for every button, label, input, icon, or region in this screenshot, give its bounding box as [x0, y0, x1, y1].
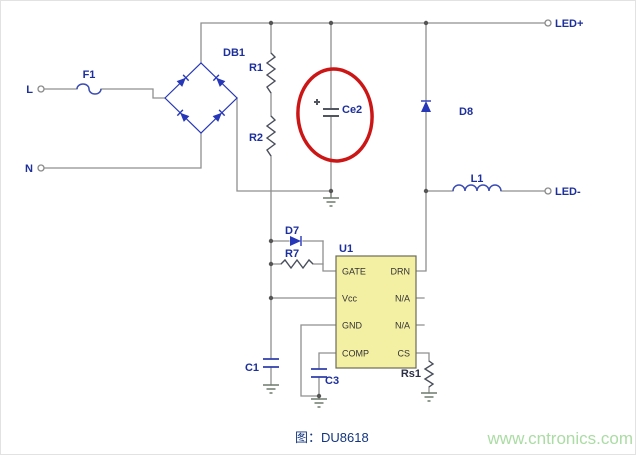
resistor-zigzag [265, 115, 277, 157]
diode-triangle [180, 112, 190, 122]
capacitor-c3-label: C3 [325, 375, 339, 387]
diode-d8: D8 [421, 100, 473, 118]
diode-d7: D7 [285, 225, 302, 246]
pin-label-cs: CS [397, 349, 410, 359]
diode-d7-label: D7 [285, 225, 299, 237]
chip-u1: U1 GATE Vcc GND COMP DRN N/A N/A CS [335, 243, 417, 369]
junction-dot [423, 20, 429, 26]
pin-label-vcc: Vcc [342, 294, 358, 304]
junction-dot [423, 188, 429, 194]
chip-body [335, 255, 417, 369]
fuse-label: F1 [83, 69, 96, 81]
bridge-rectifier-db1: DB1 [164, 47, 245, 134]
capacitor-ce2: Ce2 [314, 99, 362, 117]
resistor-r7-label: R7 [285, 248, 299, 260]
inductor-l1-label: L1 [471, 173, 484, 185]
terminal-led-negative [544, 187, 552, 195]
capacitor-ce2-label: Ce2 [342, 104, 362, 116]
diode-triangle [212, 112, 222, 122]
diode-cathode-bar [212, 74, 220, 82]
figure-caption: 图：DU8618 [295, 430, 369, 445]
terminal-live-label: L [26, 84, 33, 96]
resistor-r1-label: R1 [249, 62, 263, 74]
ground-symbol-bus [323, 191, 339, 207]
watermark-text: www.cntronics.com [487, 429, 633, 448]
capacitor-c1: C1 [245, 358, 279, 374]
wire-top-rail [200, 22, 547, 64]
bridge-diode-2 [212, 74, 226, 87]
terminal-live [37, 85, 45, 93]
resistor-zigzag [265, 52, 277, 94]
resistor-zigzag [280, 258, 314, 270]
pin-label-gnd: GND [342, 321, 363, 331]
pin-label-drn: DRN [391, 267, 411, 277]
ground-symbol-rs1 [421, 392, 437, 402]
bridge-label: DB1 [223, 47, 245, 59]
diode-d8-label: D8 [459, 106, 473, 118]
ground-symbol-c3 [311, 398, 327, 408]
wire-gate [322, 240, 337, 272]
capacitor-plates [311, 368, 327, 378]
polarity-plus-icon [314, 99, 320, 105]
diode-cathode-bar [218, 109, 226, 117]
wire-na-stubs [415, 297, 425, 326]
resistor-r1: R1 [249, 52, 277, 94]
wire-neutral-input [43, 132, 202, 169]
junction-dot [268, 261, 274, 267]
capacitor-plates [263, 358, 279, 368]
junction-dot [268, 238, 274, 244]
junction-dots [268, 20, 429, 399]
resistor-r7: R7 [280, 248, 314, 270]
junction-dot [316, 393, 322, 399]
diode-triangle [176, 77, 186, 87]
wire-live-input [43, 88, 166, 99]
diode-cathode-bar [176, 109, 184, 117]
terminal-led-negative-label: LED- [555, 186, 581, 198]
terminal-led-positive-label: LED+ [555, 18, 583, 30]
diode-triangle [290, 236, 301, 246]
fuse-symbol [76, 83, 102, 95]
bridge-diode-4 [212, 109, 226, 122]
wire-cs [415, 352, 430, 394]
diode-triangle [216, 77, 226, 87]
chip-u1-label: U1 [339, 243, 353, 255]
diode-symbol [421, 100, 431, 112]
resistor-rs1-label: Rs1 [401, 368, 421, 380]
wire-drain [415, 190, 427, 272]
resistor-r2: R2 [249, 115, 277, 157]
bridge-diamond [164, 62, 238, 134]
pin-label-na-1: N/A [395, 294, 410, 304]
junction-dot [328, 20, 334, 26]
pin-label-gate: GATE [342, 267, 366, 277]
capacitor-plates [323, 108, 339, 117]
resistor-zigzag [423, 360, 435, 388]
pin-label-na-2: N/A [395, 321, 410, 331]
junction-dot [268, 20, 274, 26]
wire-bridge-negative [236, 97, 332, 192]
junction-dot [268, 295, 274, 301]
resistor-rs1: Rs1 [401, 360, 435, 388]
red-annotation-circle [296, 67, 374, 163]
bridge-diode-1 [176, 74, 190, 87]
resistor-r2-label: R2 [249, 132, 263, 144]
terminal-neutral [37, 164, 45, 172]
inductor-l1: L1 [452, 173, 502, 192]
diode-symbol [290, 236, 302, 246]
wire-gnd-pin [300, 324, 337, 397]
junction-dot [328, 188, 334, 194]
bridge-diode-3 [176, 109, 190, 122]
ground-symbol-c1 [263, 384, 279, 394]
capacitor-c1-label: C1 [245, 362, 259, 374]
terminal-neutral-label: N [25, 163, 33, 175]
pin-label-comp: COMP [342, 349, 369, 359]
diode-triangle [421, 101, 431, 112]
terminal-led-positive [544, 19, 552, 27]
diode-cathode-bar [182, 74, 190, 82]
fuse-f1: F1 [76, 69, 102, 95]
capacitor-c3: C3 [311, 368, 339, 387]
inductor-coils [452, 184, 502, 192]
